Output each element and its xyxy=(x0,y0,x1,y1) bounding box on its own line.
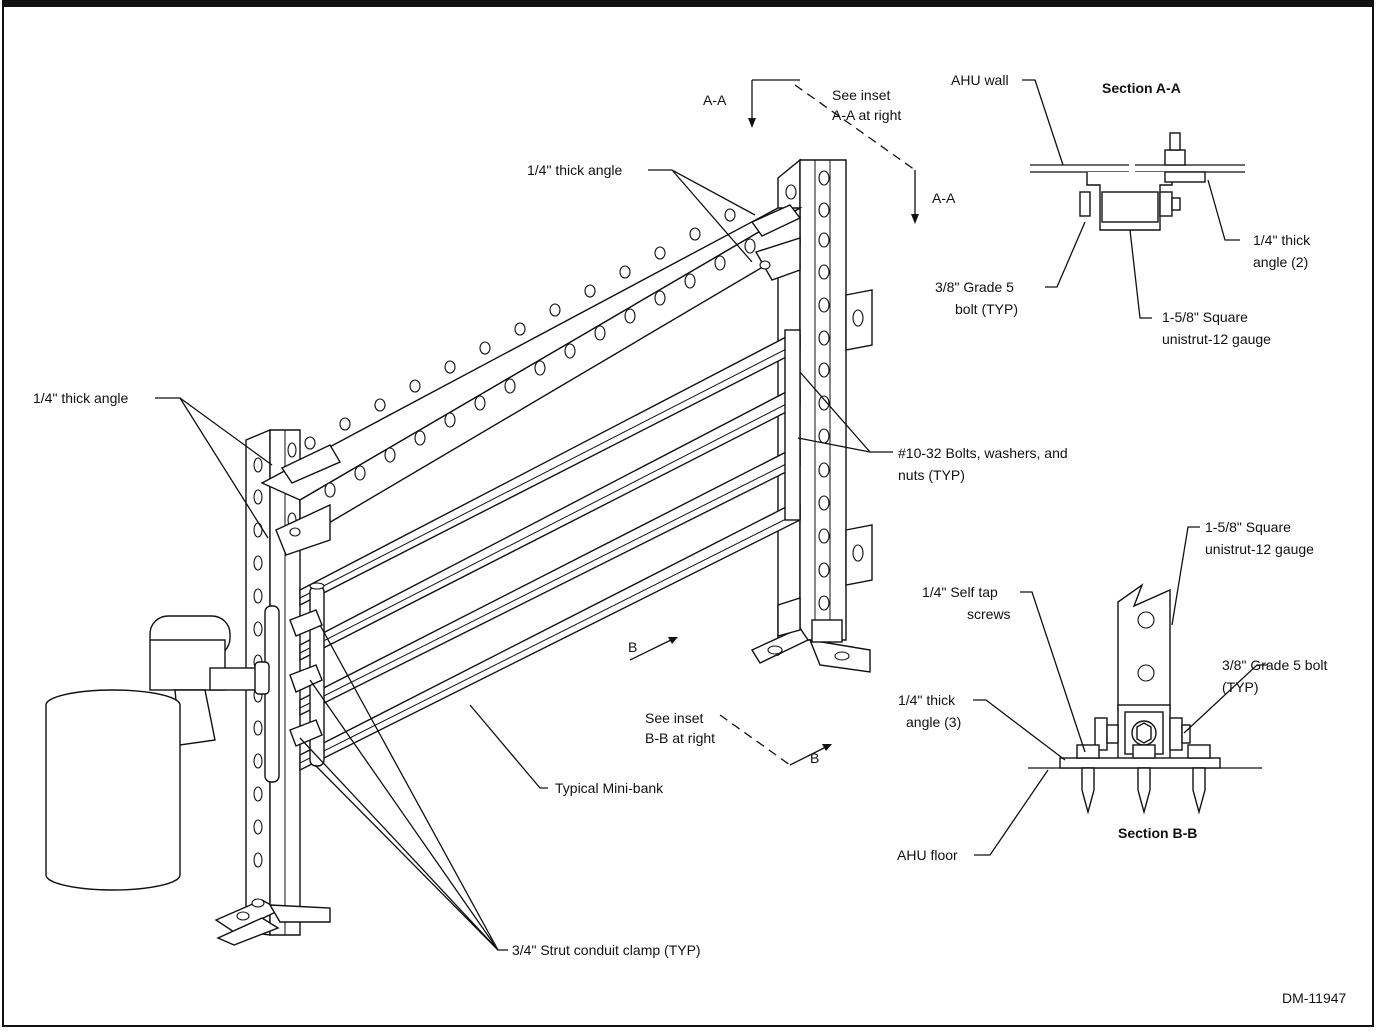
see-inset-bb-line1: See inset xyxy=(645,710,703,726)
valve-actuator xyxy=(45,615,270,891)
see-inset-aa-line1: See inset xyxy=(832,87,890,103)
section-a-a-drawing xyxy=(1030,132,1245,231)
cut-mark-bb-left: B xyxy=(628,639,637,655)
cut-line-b-b xyxy=(629,637,832,766)
bb-callout-angle-line1: 1/4" thick xyxy=(898,692,956,708)
cut-mark-aa-left: A-A xyxy=(703,92,727,108)
leader-lines-b-b xyxy=(973,526,1268,856)
callout-conduit-clamp: 3/4" Strut conduit clamp (TYP) xyxy=(512,942,701,958)
bb-callout-bolt-line2: (TYP) xyxy=(1222,679,1259,695)
callout-angle-top: 1/4" thick angle xyxy=(527,162,622,178)
drawing-id: DM-11947 xyxy=(1282,990,1347,1006)
main-assembly xyxy=(45,158,873,946)
bb-callout-unistrut-line2: unistrut-12 gauge xyxy=(1205,541,1314,557)
bb-callout-floor: AHU floor xyxy=(897,847,958,863)
aa-callout-bolt-line2: bolt (TYP) xyxy=(955,301,1018,317)
leader-lines-a-a xyxy=(1022,79,1240,319)
leader-lines-main xyxy=(155,169,893,951)
aa-callout-unistrut-line2: unistrut-12 gauge xyxy=(1162,331,1271,347)
callout-angle-left: 1/4" thick angle xyxy=(33,390,128,406)
pipe-and-clamps xyxy=(264,582,325,783)
aa-callout-unistrut-line1: 1-5/8" Square xyxy=(1162,309,1248,325)
bb-callout-screws-line1: 1/4" Self tap xyxy=(922,584,998,600)
top-horizontal-strut xyxy=(260,204,803,556)
cut-line-a-a xyxy=(748,79,919,224)
bb-callout-screws-line2: screws xyxy=(967,606,1011,622)
bb-callout-angle-line2: angle (3) xyxy=(906,714,961,730)
aa-callout-wall: AHU wall xyxy=(951,72,1009,88)
section-a-a-title: Section A-A xyxy=(1102,80,1181,96)
bb-callout-unistrut-line1: 1-5/8" Square xyxy=(1205,519,1291,535)
aa-callout-angle-line1: 1/4" thick xyxy=(1253,232,1311,248)
callout-bolts-line1: #10-32 Bolts, washers, and xyxy=(898,445,1068,461)
mini-bank-rails xyxy=(299,329,801,772)
cut-mark-bb-right: B xyxy=(810,750,819,766)
cut-mark-aa-right: A-A xyxy=(932,190,956,206)
aa-callout-bolt-line1: 3/8" Grade 5 xyxy=(935,279,1014,295)
callout-mini-bank: Typical Mini-bank xyxy=(555,780,664,796)
callout-bolts-line2: nuts (TYP) xyxy=(898,467,965,483)
section-b-b-title: Section B-B xyxy=(1118,825,1197,841)
bb-callout-bolt-line1: 3/8" Grade 5 bolt xyxy=(1222,657,1327,673)
section-b-b-drawing xyxy=(1028,583,1262,815)
aa-callout-angle-line2: angle (2) xyxy=(1253,254,1308,270)
see-inset-bb-line2: B-B at right xyxy=(645,730,715,746)
see-inset-aa-line2: A-A at right xyxy=(832,107,901,123)
